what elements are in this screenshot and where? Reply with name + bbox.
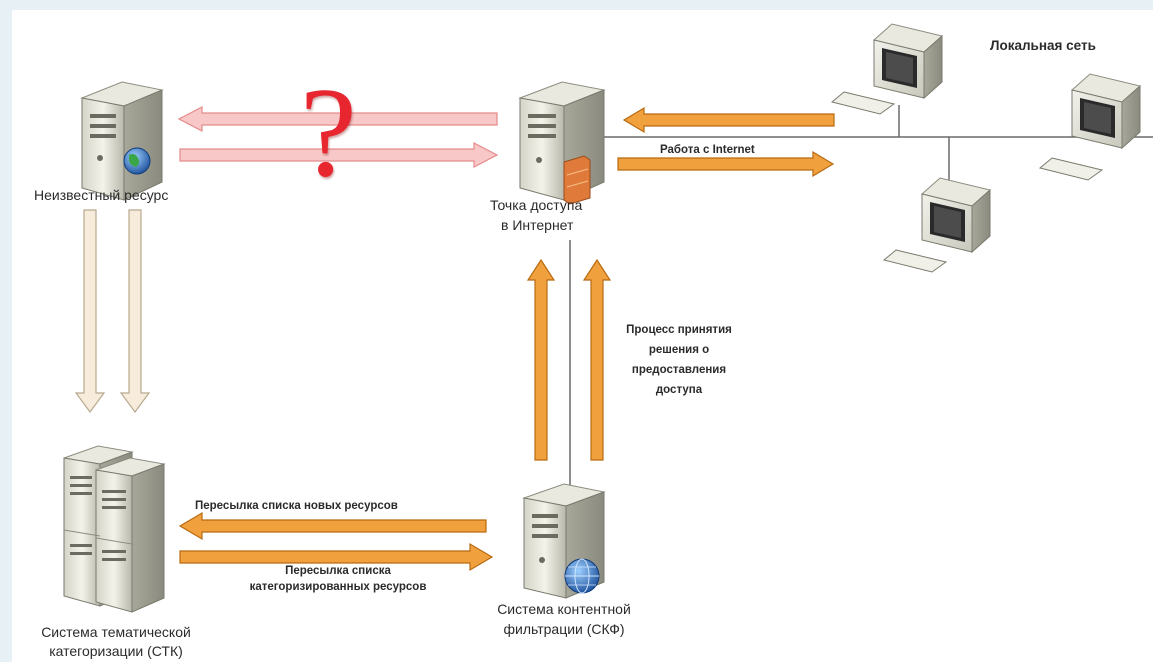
beige-down-arrow-right bbox=[119, 209, 151, 414]
pink-arrow-to-access-point bbox=[179, 142, 499, 168]
skf-label-line2: фильтрации (СКФ) bbox=[503, 621, 625, 637]
diagram-canvas: ? Неизвестный ресурс Точка доступа в Инт… bbox=[12, 10, 1153, 662]
access-point-server-icon bbox=[518, 81, 606, 205]
orange-arrow-send-new-resources bbox=[178, 511, 487, 541]
unknown-resource-label: Неизвестный ресурс bbox=[34, 187, 169, 203]
local-network-label: Локальная сеть bbox=[990, 38, 1096, 53]
workstation-right-icon bbox=[1038, 73, 1142, 181]
orange-up-arrow-right bbox=[582, 258, 612, 461]
send-new-resources-label: Пересылка списка новых ресурсов bbox=[195, 500, 398, 512]
stk-label-line1: Система тематической bbox=[41, 624, 191, 640]
send-categorized-label-line2: категоризированных ресурсов bbox=[249, 581, 427, 593]
decision-label-line4: доступа bbox=[655, 384, 703, 396]
send-categorized-label-line1: Пересылка списка bbox=[285, 565, 391, 577]
workstation-bottom-icon bbox=[882, 177, 992, 273]
decision-label-line2: решения о bbox=[648, 344, 710, 356]
workstation-top-icon bbox=[830, 23, 944, 115]
decision-label-line1: Процесс принятия bbox=[626, 324, 732, 336]
orange-up-arrow-left bbox=[526, 258, 556, 461]
stk-server-cluster-icon bbox=[63, 445, 166, 613]
orange-arrow-from-network bbox=[622, 106, 835, 134]
decision-label-line3: предоставления bbox=[631, 364, 727, 376]
stk-label-line2: категоризации (СТК) bbox=[49, 643, 183, 659]
pink-arrow-to-resource bbox=[177, 106, 498, 132]
orange-arrow-send-categorized bbox=[179, 542, 494, 572]
internet-work-label: Работа с Internet bbox=[660, 144, 755, 156]
question-mark: ? bbox=[300, 61, 357, 203]
beige-down-arrow-left bbox=[74, 209, 106, 414]
access-point-label-line2: в Интернет bbox=[501, 217, 574, 233]
skf-label-line1: Система контентной bbox=[497, 601, 631, 617]
orange-arrow-internet-work bbox=[617, 150, 835, 178]
diagram-graphics bbox=[63, 23, 1153, 613]
access-point-label-line1: Точка доступа bbox=[490, 197, 583, 213]
unknown-resource-server-icon bbox=[80, 81, 164, 201]
skf-server-icon bbox=[522, 483, 606, 599]
